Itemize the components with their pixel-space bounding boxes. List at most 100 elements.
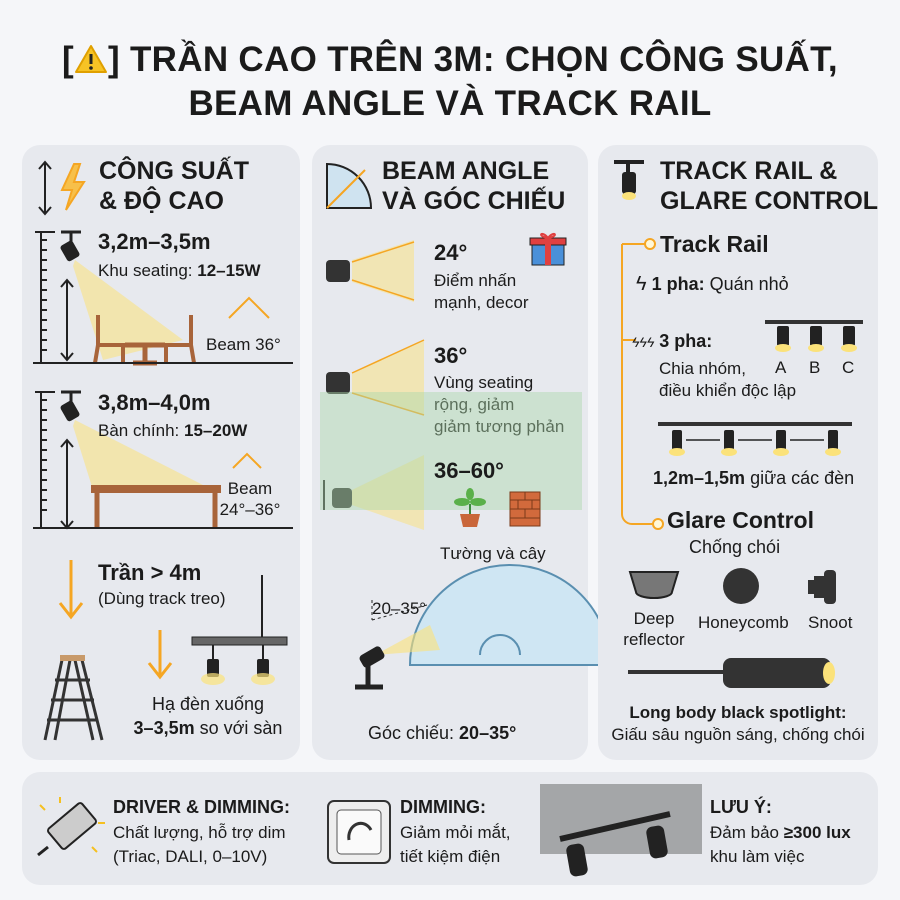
watermark — [320, 392, 582, 510]
acc-label: Deep — [633, 609, 675, 628]
three-phase-track — [765, 320, 863, 352]
angle-description: Điểm nhấn — [434, 271, 517, 290]
table-scene-illustration — [33, 390, 293, 530]
panel-heading: VÀ GÓC CHIẾU — [382, 187, 566, 215]
phase-label-a: A — [775, 358, 787, 377]
panel-heading: TRACK RAIL & — [660, 157, 838, 185]
ladder-icon — [43, 659, 104, 741]
note-desc: khu làm việc — [710, 847, 805, 866]
zone-label: Khu seating: — [98, 261, 198, 280]
acc-label: reflector — [623, 630, 685, 649]
driver-desc: Chất lượng, hỗ trợ dim — [113, 823, 286, 842]
spacing-track — [658, 422, 852, 456]
snoot-icon — [808, 570, 836, 604]
ceiling-over-4m: Trần > 4m — [98, 560, 202, 585]
note-title: LƯU Ý: — [710, 797, 772, 817]
spacing-desc: giữa các đèn — [745, 468, 855, 488]
snoot-label: Snoot — [808, 613, 853, 632]
light-beam — [73, 420, 203, 490]
track-spotlight-photo — [540, 784, 702, 877]
driver-title: DRIVER & DIMMING: — [113, 797, 290, 817]
page-title: [] TRẦN CAO TRÊN 3M: CHỌN CÔNG SUẤT, BEA… — [0, 38, 900, 126]
height-range: 3,2m–3,5m — [98, 229, 211, 254]
panel-heading: GLARE CONTROL — [660, 187, 879, 215]
honeycomb-icon — [723, 568, 759, 604]
angle-description: Vùng seating — [434, 373, 534, 392]
beam-word: Beam — [227, 479, 273, 498]
driver-desc: (Triac, DALI, 0–10V) — [113, 847, 268, 866]
wattage: 15–20W — [184, 421, 248, 440]
phase-3-desc: điều khiển độc lập — [659, 381, 797, 400]
suspended-track-illustration — [43, 560, 288, 741]
tips-panel — [22, 772, 878, 885]
panel-heading: BEAM ANGLE — [382, 157, 550, 185]
note-desc: Đảm bảo — [710, 823, 784, 842]
dimmer-switch-icon — [327, 800, 391, 864]
track-rail-heading: Track Rail — [660, 231, 769, 257]
angle-description: giảm tương phản — [434, 417, 565, 436]
lower-light-note: Hạ đèn xuống — [151, 694, 265, 714]
beam-value: 24°–36° — [219, 500, 281, 519]
angle-description: rộng, giảm — [434, 395, 515, 414]
tilt-angle-label: 20–35° — [372, 599, 427, 618]
protractor-icon — [326, 162, 373, 209]
seating-scene-illustration — [33, 230, 293, 366]
height-power-icon — [38, 160, 86, 216]
phase-3-desc: Chia nhóm, — [659, 359, 746, 378]
tilt-caption: Góc chiếu: — [368, 723, 460, 743]
long-body-desc: Giấu sâu nguồn sáng, chống chói — [611, 725, 865, 744]
driver-icon — [37, 797, 105, 857]
phase-label-c: C — [842, 358, 855, 377]
gift-icon — [529, 232, 567, 266]
dimming-title: DIMMING: — [400, 797, 486, 817]
deep-reflector-label: Deep reflector — [620, 608, 688, 650]
dimming-desc: tiết kiệm điện — [400, 847, 501, 866]
spotlight-24 — [326, 240, 415, 302]
lux-value: ≥300 lux — [783, 823, 851, 842]
honeycomb-label: Honeycomb — [698, 613, 789, 632]
zone-label: Bàn chính: — [98, 421, 185, 440]
deep-reflector-icon — [628, 571, 680, 599]
phase-3: 3 pha: — [659, 331, 713, 351]
angle-value: 24° — [434, 240, 468, 265]
tilt-caption-value: 20–35° — [459, 723, 517, 743]
lower-height: 3–3,5m — [133, 718, 195, 738]
connector-line — [621, 238, 664, 530]
beam-label: Beam 24°–36° — [210, 478, 290, 520]
panel-heading: & ĐỘ CAO — [99, 187, 224, 215]
ceiling-note: (Dùng track treo) — [98, 589, 226, 608]
angle-description: mạnh, decor — [434, 293, 529, 312]
plant-and-brick-icons — [454, 488, 541, 527]
tilt-angle-illustration — [355, 564, 612, 690]
angle-value: 36–60° — [434, 458, 504, 483]
bracket: [ — [62, 40, 74, 79]
bracket: ] — [108, 40, 120, 79]
phase-label-b: B — [809, 358, 821, 377]
long-body-spotlight-icon — [628, 658, 835, 688]
warning-icon — [75, 45, 107, 73]
panel-heading: CÔNG SUẤT — [99, 157, 249, 185]
glare-subtitle: Chống chói — [689, 537, 781, 557]
wattage: 12–15W — [197, 261, 261, 280]
height-range: 3,8m–4,0m — [98, 390, 211, 415]
three-phase-icon: ϟϟϟ — [632, 334, 655, 350]
lightning-icon: ϟ — [636, 273, 647, 295]
beam-label: Beam 36° — [206, 335, 281, 354]
light-beam — [73, 260, 183, 360]
spotlight-wide — [323, 455, 424, 530]
title-line-2: BEAM ANGLE VÀ TRACK RAIL — [188, 84, 712, 123]
dimming-desc: Giảm mỏi mắt, — [400, 823, 511, 842]
glare-accessories — [628, 568, 836, 604]
spotlight-36 — [326, 339, 425, 416]
beam-angle-spotlights — [323, 240, 425, 530]
phase-1: 1 pha: — [651, 274, 705, 294]
glare-control-heading: Glare Control — [667, 507, 814, 533]
long-body-title: Long body black spotlight: — [629, 703, 847, 722]
angle-description: Tường và cây — [440, 544, 546, 563]
lower-note: so với sàn — [194, 718, 283, 738]
phase-1-use: Quán nhỏ — [704, 274, 789, 294]
track-light-icon — [614, 160, 644, 200]
title-line-1: TRẦN CAO TRÊN 3M: CHỌN CÔNG SUẤT, — [130, 40, 838, 79]
spacing-value: 1,2m–1,5m — [653, 468, 746, 488]
angle-value: 36° — [434, 343, 468, 368]
